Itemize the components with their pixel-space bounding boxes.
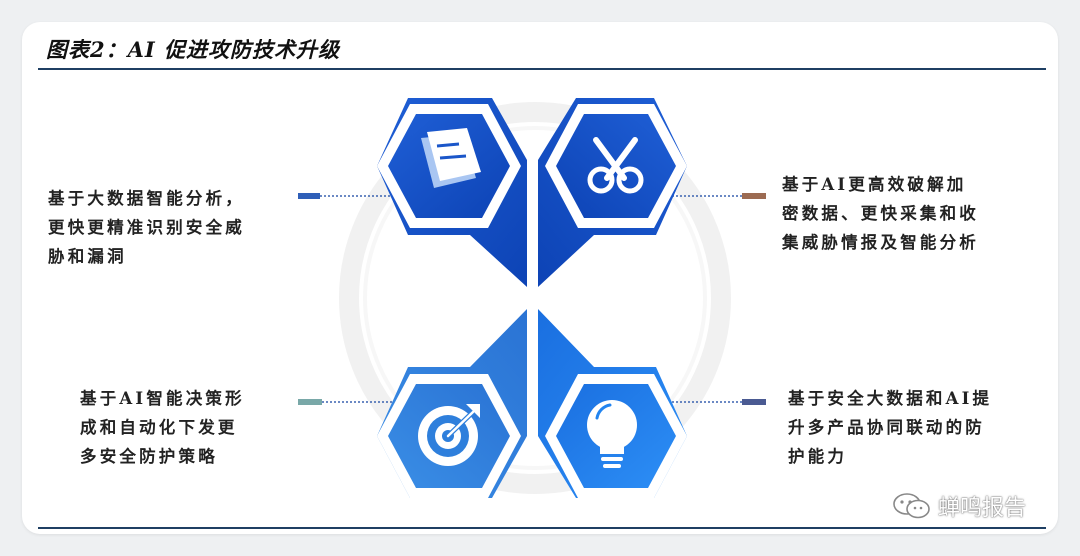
quadrant-bottom-right bbox=[538, 309, 687, 498]
scissors-icon bbox=[587, 137, 644, 194]
document-icon bbox=[421, 128, 481, 188]
connector-bottom-left bbox=[298, 399, 400, 405]
background-ring bbox=[339, 102, 731, 494]
description-top-right: 基于AI更高效破解加 密数据、更快采集和收 集威胁情报及智能分析 bbox=[782, 175, 979, 252]
lightbulb-icon bbox=[587, 400, 637, 468]
connector-marker bbox=[298, 193, 320, 199]
target-icon bbox=[418, 404, 480, 466]
quadrant-top-left bbox=[377, 98, 527, 287]
connector-marker bbox=[298, 399, 322, 405]
description-top-left: 基于大数据智能分析， 更快更精准识别安全威 胁和漏洞 bbox=[48, 189, 245, 266]
connector-bottom-right bbox=[668, 399, 766, 405]
quadrant-bottom-left bbox=[377, 309, 527, 498]
connector-top-left bbox=[298, 193, 400, 199]
connector-marker bbox=[742, 399, 766, 405]
connector-top-right bbox=[668, 193, 766, 199]
bottom-rule bbox=[38, 527, 1046, 529]
background-ring-inner bbox=[363, 126, 707, 470]
description-bottom-left: 基于AI智能决策形 成和自动化下发更 多安全防护策略 bbox=[80, 389, 245, 466]
watermark: 蝉鸣报告 bbox=[892, 490, 1026, 522]
wechat-icon bbox=[893, 493, 930, 519]
title-rule bbox=[38, 68, 1046, 70]
connector-marker bbox=[742, 193, 766, 199]
watermark-text: 蝉鸣报告 bbox=[938, 496, 1027, 521]
description-bottom-right: 基于安全大数据和AI提 升多产品协同联动的防 护能力 bbox=[788, 389, 993, 466]
figure-title: 图表2：AI 促进攻防技术升级 bbox=[46, 37, 341, 62]
quadrant-top-right bbox=[538, 98, 687, 287]
